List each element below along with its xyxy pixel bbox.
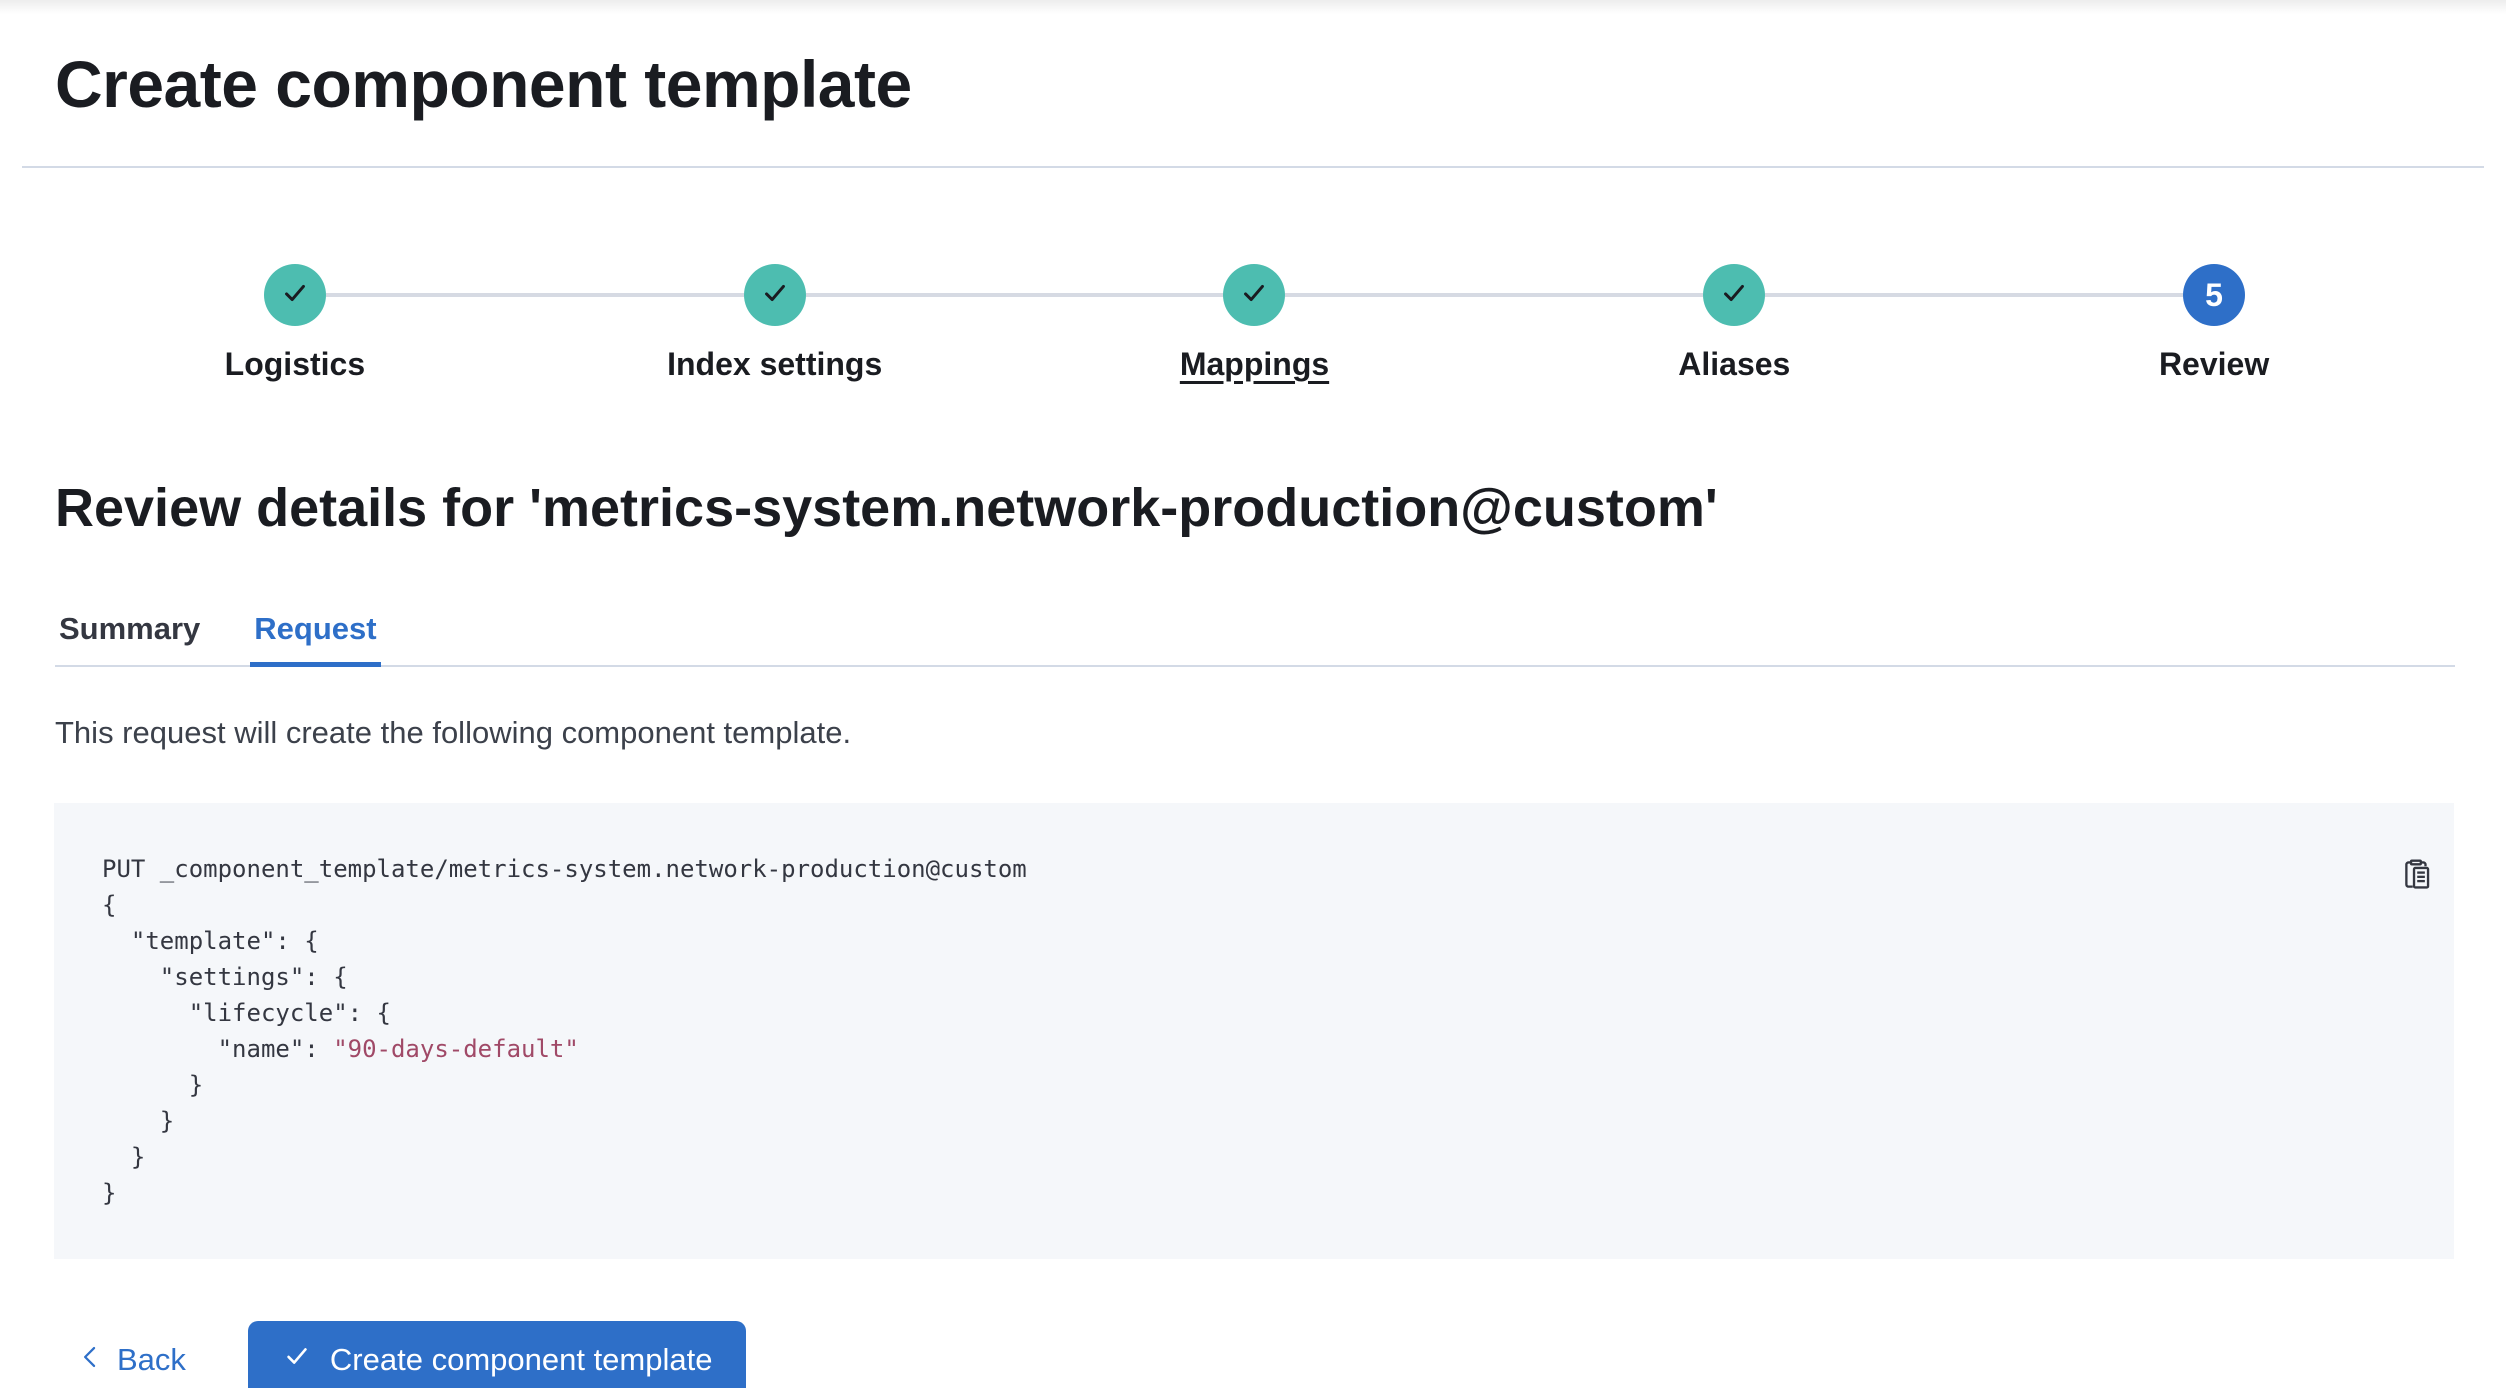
title-divider — [22, 166, 2484, 168]
step-number: 5 — [2205, 276, 2223, 313]
tab-request[interactable]: Request — [250, 611, 381, 667]
check-icon — [760, 278, 790, 313]
step-label[interactable]: Logistics — [224, 346, 366, 382]
back-button[interactable]: Back — [77, 1342, 186, 1378]
chevron-left-icon — [77, 1342, 103, 1378]
create-button-label: Create component template — [329, 1342, 713, 1377]
step-review[interactable]: 5 Review — [1974, 264, 2454, 383]
code-line: "settings": { — [102, 963, 348, 991]
step-label[interactable]: Index settings — [667, 346, 883, 382]
step-mappings[interactable]: Mappings — [1014, 264, 1495, 383]
step-label[interactable]: Review — [2158, 346, 2270, 382]
request-code-block: PUT _component_template/metrics-system.n… — [54, 803, 2454, 1259]
copy-to-clipboard-button[interactable] — [2400, 859, 2434, 893]
code-line: } — [102, 1107, 175, 1135]
top-shadow — [0, 0, 2506, 14]
code-line: "template": { — [102, 927, 319, 955]
step-circle-complete[interactable] — [263, 264, 326, 326]
step-circle-complete[interactable] — [743, 264, 806, 326]
code-line: } — [102, 1071, 204, 1099]
request-description: This request will create the following c… — [55, 715, 852, 750]
create-component-template-button[interactable]: Create component template — [247, 1321, 747, 1388]
code-string-value: "90-days-default" — [333, 1035, 579, 1063]
step-aliases[interactable]: Aliases — [1494, 264, 1974, 383]
check-icon — [280, 278, 310, 313]
page-title: Create component template — [55, 47, 912, 121]
copy-clipboard-icon — [2400, 859, 2434, 896]
review-tabs: Summary Request — [55, 611, 2455, 667]
step-logistics[interactable]: Logistics — [55, 264, 535, 383]
code-line: } — [102, 1143, 146, 1171]
step-label[interactable]: Aliases — [1678, 346, 1791, 382]
wizard-footer: Back Create component template — [55, 1321, 2454, 1388]
code-line: PUT _component_template/metrics-system.n… — [102, 855, 1027, 883]
review-details-heading: Review details for 'metrics-system.netwo… — [55, 478, 1718, 538]
code-line: { — [102, 891, 117, 919]
tab-summary[interactable]: Summary — [59, 611, 201, 646]
code-line: "name": "90-days-default" — [102, 1035, 579, 1063]
step-index-settings[interactable]: Index settings — [534, 264, 1015, 383]
check-icon — [1719, 278, 1749, 313]
step-circle-complete[interactable] — [1223, 264, 1286, 326]
check-icon — [1239, 278, 1269, 313]
step-circle-complete[interactable] — [1703, 264, 1766, 326]
check-icon — [282, 1341, 312, 1379]
step-circle-current[interactable]: 5 — [2183, 264, 2246, 326]
step-progress-bar: Logistics Index settings Mapping — [55, 264, 2454, 383]
code-line: "lifecycle": { — [102, 999, 391, 1027]
code-line: } — [102, 1179, 117, 1207]
back-label: Back — [117, 1342, 186, 1377]
step-label[interactable]: Mappings — [1179, 346, 1330, 382]
